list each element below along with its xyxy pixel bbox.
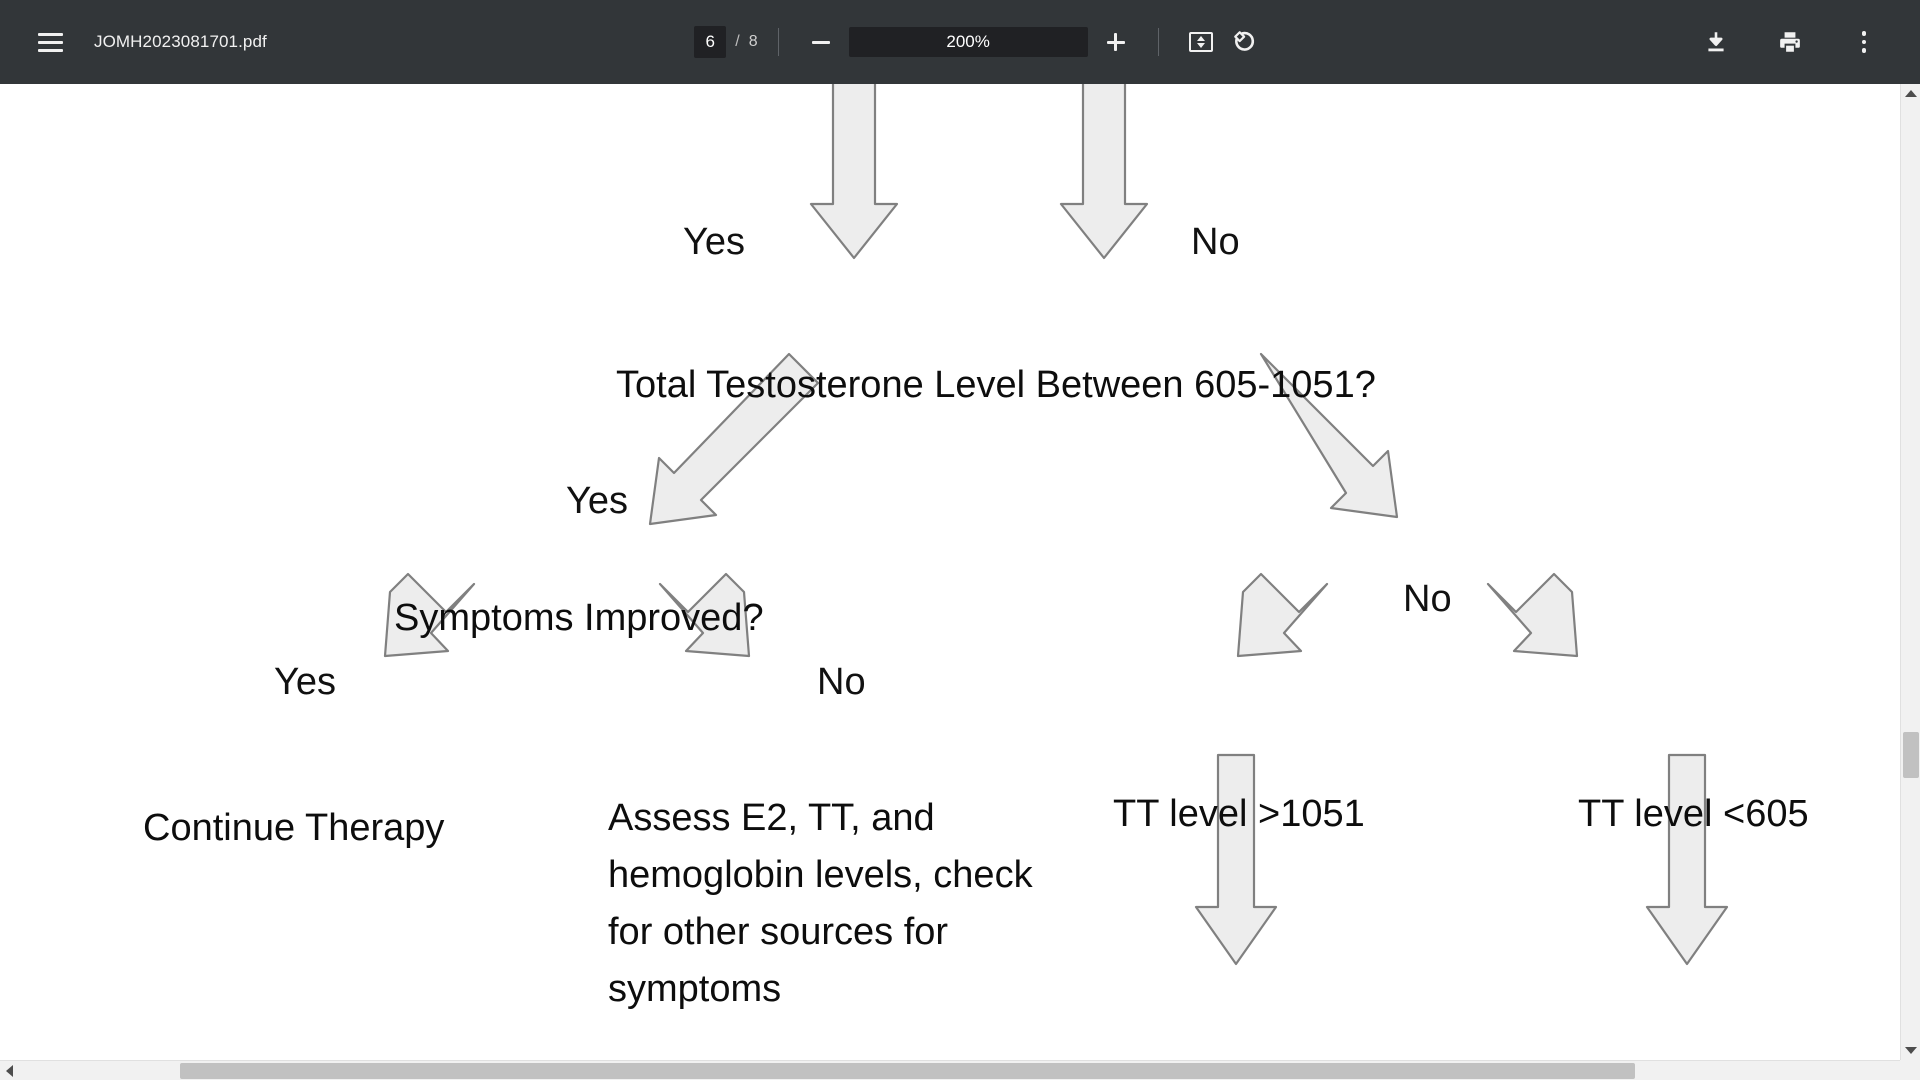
arrow-tt-low-to-dose-up (1645, 753, 1729, 966)
fit-to-page-icon[interactable] (1179, 20, 1223, 64)
print-glyph (1780, 32, 1800, 52)
node-tt-question: Total Testosterone Level Between 605-105… (616, 364, 1376, 406)
arrow-no-to-tt-question (1059, 84, 1149, 260)
page-indicator: / 8 (694, 26, 758, 58)
page-total-label: 8 (748, 33, 758, 50)
zoom-level-input[interactable] (848, 27, 1088, 57)
node-continue-therapy: Continue Therapy (143, 807, 445, 849)
scroll-left-arrow-icon[interactable] (6, 1064, 13, 1077)
node-tt-low: TT level <605 (1578, 793, 1809, 835)
arrow-tt-yes-diagonal (648, 352, 820, 526)
node-assess-labs: Assess E2, TT, and hemoglobin levels, ch… (608, 797, 1033, 1010)
toolbar-right-group (1694, 20, 1920, 64)
toolbar-divider-1 (777, 28, 779, 56)
horizontal-scrollbar-thumb[interactable] (180, 1063, 1635, 1079)
hamburger-menu-icon[interactable] (28, 20, 72, 64)
edge-label-yes-top: Yes (683, 221, 745, 263)
node-symptoms-question: Symptoms Improved? (394, 597, 764, 639)
edge-label-no-mid: No (1403, 578, 1452, 620)
plus-glyph (1106, 33, 1125, 51)
node-dose-down: Adjust TC dosage down 20mg (1150, 1049, 1480, 1060)
arrow-symptoms-no-diagonal (658, 572, 751, 658)
vertical-scrollbar-thumb[interactable] (1903, 732, 1919, 778)
pdf-toolbar: JOMH2023081701.pdf / 8 (0, 0, 1920, 84)
edge-label-no-symptoms: No (817, 661, 866, 703)
pdf-page-area[interactable]: Yes No Yes No Yes No Total Testosterone … (0, 84, 1900, 1060)
page-number-input[interactable] (694, 26, 727, 58)
arrow-tt-no-diagonal (1259, 352, 1399, 519)
arrow-tt-low-diagonal (1486, 572, 1579, 658)
zoom-controls (799, 20, 1138, 64)
fit-to-page-glyph (1188, 32, 1213, 52)
toolbar-left-group: JOMH2023081701.pdf (0, 20, 267, 64)
arrow-symptoms-yes-diagonal (383, 572, 476, 658)
rotate-glyph (1233, 31, 1254, 51)
node-tt-high: TT level >1051 (1113, 793, 1365, 835)
edge-label-yes-mid: Yes (566, 480, 628, 522)
arrow-tt-high-to-dose-down (1194, 753, 1278, 966)
edge-label-no-top: No (1191, 221, 1240, 263)
flowchart-graphic (383, 84, 1729, 966)
toolbar-center-group: / 8 (267, 20, 1694, 64)
node-dose-up: Adjust TC dosage up 20mg (1553, 1049, 1883, 1060)
download-icon[interactable] (1694, 20, 1738, 64)
download-glyph (1708, 32, 1724, 52)
zoom-in-icon[interactable] (1094, 20, 1138, 64)
rotate-counterclockwise-icon[interactable] (1223, 20, 1267, 64)
hamburger-glyph (37, 32, 63, 52)
page-separator: / (735, 33, 740, 50)
scroll-up-arrow-icon[interactable] (1904, 90, 1917, 97)
print-icon[interactable] (1768, 20, 1812, 64)
file-name-label: JOMH2023081701.pdf (94, 32, 267, 51)
arrow-yes-to-tt-question (809, 84, 899, 260)
minus-glyph (811, 40, 830, 44)
edge-label-yes-symptoms: Yes (274, 661, 336, 703)
kebab-glyph (1861, 31, 1867, 53)
scrollbar-corner (1900, 1060, 1920, 1080)
zoom-out-icon[interactable] (799, 20, 843, 64)
horizontal-scrollbar[interactable] (0, 1060, 1920, 1080)
scroll-down-arrow-icon[interactable] (1904, 1047, 1917, 1054)
arrow-tt-high-diagonal (1236, 572, 1329, 658)
more-options-kebab-icon[interactable] (1842, 20, 1886, 64)
vertical-scrollbar[interactable] (1900, 84, 1920, 1060)
toolbar-divider-2 (1157, 28, 1159, 56)
